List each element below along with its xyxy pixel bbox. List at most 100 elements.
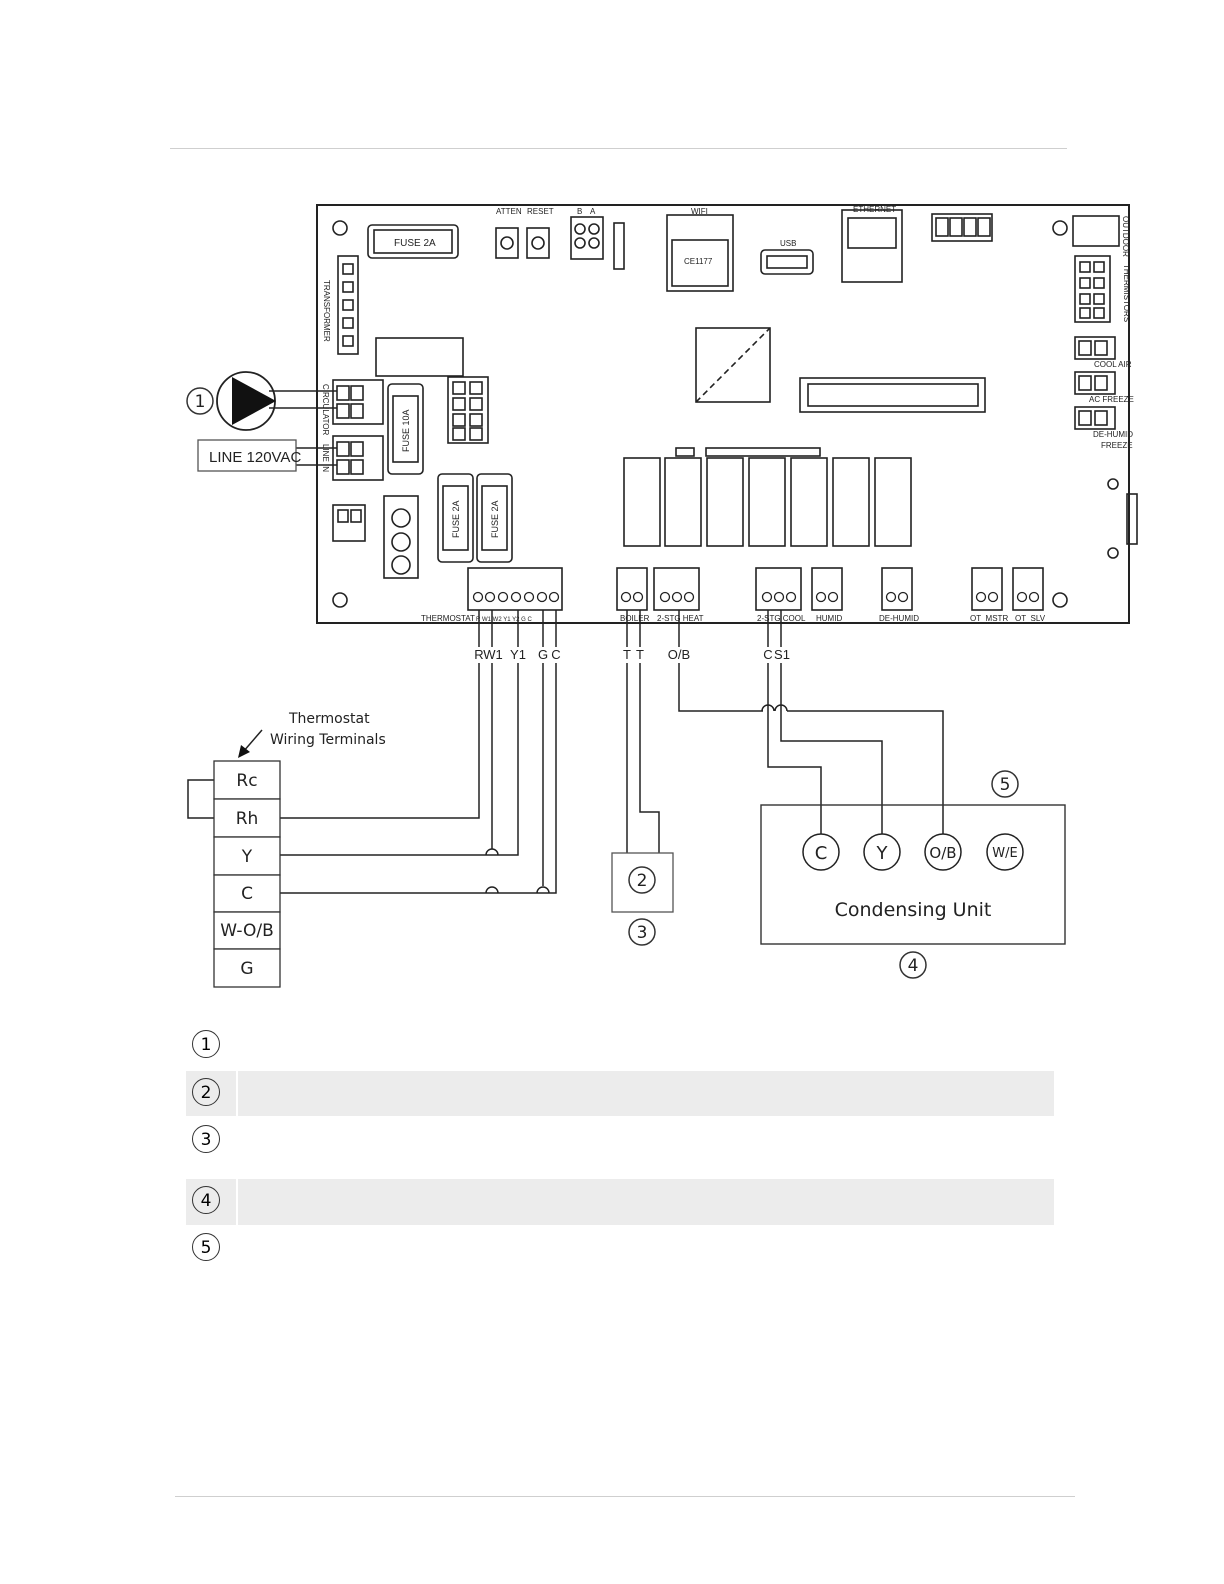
boiler-label: BOILER [620,614,650,623]
legend-row-1: 1 [186,1024,1054,1064]
two-stg-heat-label: 2-STG HEAT [657,614,704,623]
led-row [705,447,821,457]
condensing-terminal-label: O/B [929,844,956,862]
thermostat-terminal-label: Rh [236,809,259,829]
wire-label-t1: T [623,647,631,662]
line-voltage-box [197,439,297,472]
callout-5-circle [991,770,1019,798]
fuse-top-label: FUSE 2A [394,238,436,249]
thermostat-title-1: Thermostat [288,711,370,727]
boiler-terminal-block [616,567,648,611]
b-label: B [577,207,582,216]
line-in-terminal [332,435,384,481]
condensing-terminal-label: Y [876,843,889,864]
callout-3-circle [628,918,656,946]
relay [790,457,828,547]
usb-label: USB [780,239,796,248]
ribbon-connector [799,377,986,413]
wifi-label: WIFI [691,207,708,216]
line-voltage-label: LINE 120VAC [209,449,301,466]
callout-5: 5 [1000,775,1011,795]
mount-hole [1107,478,1119,490]
thermostat-label: THERMOSTAT [421,614,475,623]
dehumid-label: DE-HUMID [879,614,919,623]
mount-hole [1107,547,1119,559]
ethernet-port [841,209,903,283]
condensing-terminal-c [802,833,840,871]
legend-row-3: 3 [186,1118,1054,1176]
legend-number: 4 [192,1186,220,1214]
callout-2: 2 [637,871,648,891]
legend-number: 1 [192,1030,220,1058]
wifi-module [666,214,734,292]
relay [706,457,744,547]
callout-3: 3 [637,923,648,943]
humid-terminal-block [811,567,843,611]
thermostat-title-2: Wiring Terminals [270,732,386,748]
outdoor-label: OUTDOOR [1121,216,1130,257]
callout-4: 4 [908,956,919,976]
reset-label: RESET [527,207,554,216]
fuse-2a-b [476,473,513,563]
atten-button [495,227,519,259]
processor [695,327,771,403]
footer-rule [175,1496,1075,1497]
thermostat-terminal-label: C [241,884,253,904]
thermostat-pins-label: R W1 W2 Y1 Y2 G C [476,617,532,623]
fuse-2a-a-label: FUSE 2A [451,500,461,538]
ot-slv-terminal-block [1012,567,1044,611]
wire-label-r: R [474,647,483,662]
circulator-pump-symbol [216,371,276,431]
condensing-unit-box [760,804,1066,945]
callout-2-circle [628,866,656,894]
thermostat-terminal-label: W-O/B [220,921,274,941]
transformer-label: TRANSFORMER [322,280,331,342]
condensing-terminal-label: C [815,843,828,864]
thermostat-terminal-block [467,567,563,611]
control-board-outline [316,204,1130,624]
thermostat-terminal-label: Rc [236,771,257,791]
ce-label: CE1177 [684,257,713,266]
ic-block [375,337,464,377]
humid-label: HUMID [816,614,842,623]
mount-hole [332,220,348,236]
ac-freeze-label: AC FREEZE [1089,395,1134,404]
condensing-terminal-we [986,833,1024,871]
dehumid-freeze-connector [1074,406,1116,430]
reset-button [526,227,550,259]
thermostat-terminal-g [213,948,281,988]
a-label: A [590,207,596,216]
condensing-terminal-y [863,833,901,871]
thermostat-arrowhead [238,745,250,758]
legend-divider [236,1179,238,1225]
transformer-connector [337,255,359,355]
thermostat-terminal-y [213,836,281,876]
ot-mstr-label: OT_MSTR [970,614,1008,623]
outdoor-connector [1072,215,1120,247]
mount-hole [1052,220,1068,236]
callout-1-circle [186,387,214,415]
dehumid-terminal-block [881,567,913,611]
ethernet-label: ETHERNET [853,205,896,214]
thermistors-label: THERMISTORS [1122,264,1131,322]
relay [874,457,912,547]
thermostat-terminal-rc [213,760,281,800]
callout-1: 1 [195,392,206,412]
side-header [1126,493,1138,545]
mount-hole [332,592,348,608]
boiler-box [611,852,674,913]
wire-label-c2: C [763,647,772,662]
thermostat-terminal-rh [213,798,281,838]
circulator-terminal [332,379,384,425]
legend-number: 5 [192,1233,220,1261]
legend-row-2: 2 [186,1071,1054,1116]
fuse-top [367,224,459,259]
atten-label: ATTEN [496,207,522,216]
wire-label-s1: S1 [774,647,790,662]
ac-freeze-connector [1074,371,1116,395]
wire-label-y1: Y1 [510,647,526,662]
ot-slv-label: OT_SLV [1015,614,1046,623]
relay [748,457,786,547]
line-in-label: LINE IN [321,444,330,472]
dehumid-freeze-label-1: DE-HUMID [1093,430,1133,439]
